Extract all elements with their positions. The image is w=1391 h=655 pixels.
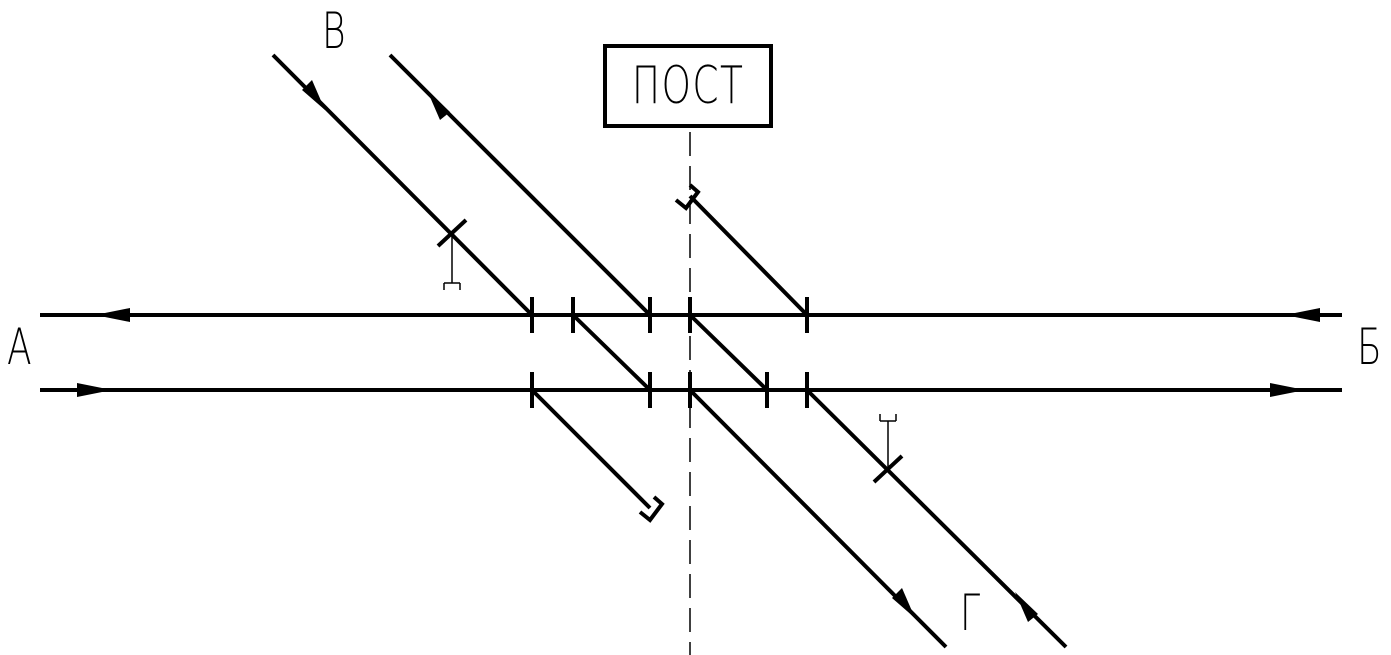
- track-dead-end-lower: [530, 388, 652, 510]
- arrow-down-v: [302, 80, 325, 110]
- crossover-1: [571, 313, 652, 392]
- dead-end-stop-upper: [674, 183, 701, 211]
- arrow-right-lower-b: [1270, 383, 1305, 397]
- arrow-up-v: [427, 90, 450, 120]
- dead-end-stop-lower: [638, 495, 665, 523]
- signal-g: [872, 414, 904, 484]
- post-label: ПОСТ: [631, 56, 745, 116]
- track-dead-end-upper: [688, 194, 809, 317]
- post-box: ПОСТ: [603, 44, 773, 128]
- arrow-right-lower-a: [77, 383, 112, 397]
- arrow-left-upper: [95, 308, 130, 322]
- arrow-up-g: [1015, 592, 1038, 622]
- label-a: А: [7, 318, 32, 376]
- arrow-left-upper-b: [1285, 308, 1320, 322]
- label-b: Б: [1357, 318, 1382, 376]
- arrow-down-g: [892, 588, 915, 618]
- label-g: Г: [960, 584, 981, 642]
- label-v: В: [322, 2, 346, 60]
- crossover-2: [688, 313, 769, 392]
- signal-v: [436, 218, 468, 290]
